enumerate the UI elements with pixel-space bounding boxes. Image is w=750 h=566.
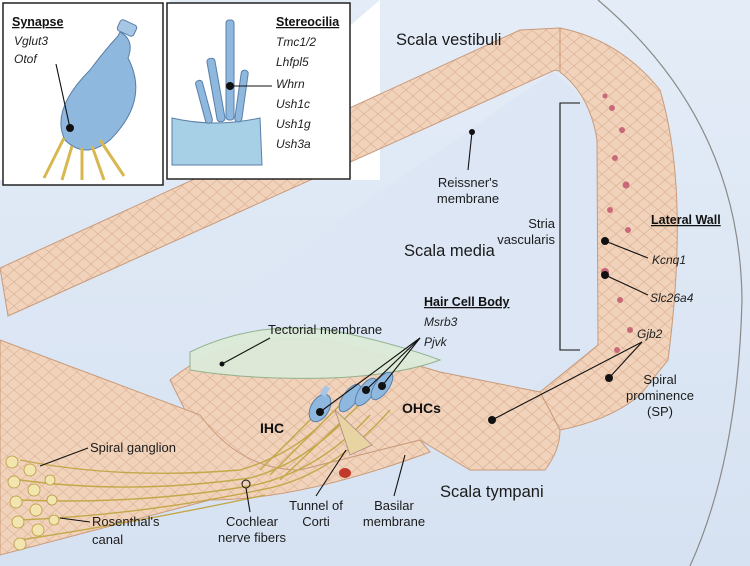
sp-label-line2: prominence bbox=[626, 388, 694, 403]
stria-label-line1: Stria bbox=[528, 216, 556, 231]
stria-bracket bbox=[559, 102, 580, 351]
nerve-label-line1: Cochlear bbox=[226, 514, 279, 529]
scala-media-fluid bbox=[200, 72, 605, 390]
ihc-label: IHC bbox=[260, 420, 284, 436]
spiral-ganglion-cells bbox=[5, 455, 60, 551]
gene-lhfpl5: Lhfpl5 bbox=[276, 55, 309, 69]
sp-label-line1: Spiral bbox=[643, 372, 676, 387]
gene-otof: Otof bbox=[14, 52, 38, 66]
scala-vestibuli-label: Scala vestibuli bbox=[396, 31, 501, 49]
stereocilia-heading: Stereocilia bbox=[276, 15, 340, 29]
gene-ush1c: Ush1c bbox=[276, 97, 310, 111]
gene-kcnq1: Kcnq1 bbox=[652, 253, 686, 267]
scala-media-label: Scala media bbox=[404, 242, 496, 260]
gene-gjb2: Gjb2 bbox=[637, 327, 663, 341]
gene-slc26a4: Slc26a4 bbox=[650, 291, 694, 305]
reissners-label-line2: membrane bbox=[437, 191, 499, 206]
lateral-wall-heading: Lateral Wall bbox=[651, 213, 721, 227]
ohcs-label: OHCs bbox=[402, 400, 441, 416]
hair-cell-body-heading: Hair Cell Body bbox=[424, 295, 509, 309]
reissners-label-line1: Reissner's bbox=[438, 175, 499, 190]
spiral-vessel bbox=[339, 468, 351, 478]
spiral-ganglion-label: Spiral ganglion bbox=[90, 440, 176, 455]
sp-label-line3: (SP) bbox=[647, 404, 673, 419]
nerve-fibers bbox=[19, 389, 391, 541]
tunnel-label-line2: Corti bbox=[302, 514, 330, 529]
tectorial-label: Tectorial membrane bbox=[268, 322, 382, 337]
gene-whrn: Whrn bbox=[276, 77, 305, 91]
gene-pjvk: Pjvk bbox=[424, 335, 448, 349]
synapse-heading: Synapse bbox=[12, 15, 63, 29]
bony-wall-outline bbox=[597, 0, 743, 566]
nerve-label-line2: nerve fibers bbox=[218, 530, 286, 545]
tunnel-label-line1: Tunnel of bbox=[289, 498, 343, 513]
rosenthal-label-line2: canal bbox=[92, 532, 123, 547]
gene-ush3a: Ush3a bbox=[276, 137, 311, 151]
scala-tympani-label: Scala tympani bbox=[440, 483, 544, 501]
gene-msrb3: Msrb3 bbox=[424, 315, 458, 329]
gene-vglut3: Vglut3 bbox=[14, 34, 48, 48]
rosenthal-label-line1: Rosenthal's bbox=[92, 514, 160, 529]
basilar-label-line1: Basilar bbox=[374, 498, 414, 513]
gene-tmc12: Tmc1/2 bbox=[276, 35, 316, 49]
stereocilia-illustration bbox=[171, 19, 263, 166]
tectorial-membrane bbox=[189, 327, 442, 379]
gene-ush1g: Ush1g bbox=[276, 117, 311, 131]
stria-label-line2: vascularis bbox=[497, 232, 555, 247]
synapse-hair-cell-illustration bbox=[42, 19, 138, 181]
tunnel-of-corti bbox=[334, 409, 373, 456]
basilar-label-line2: membrane bbox=[363, 514, 425, 529]
